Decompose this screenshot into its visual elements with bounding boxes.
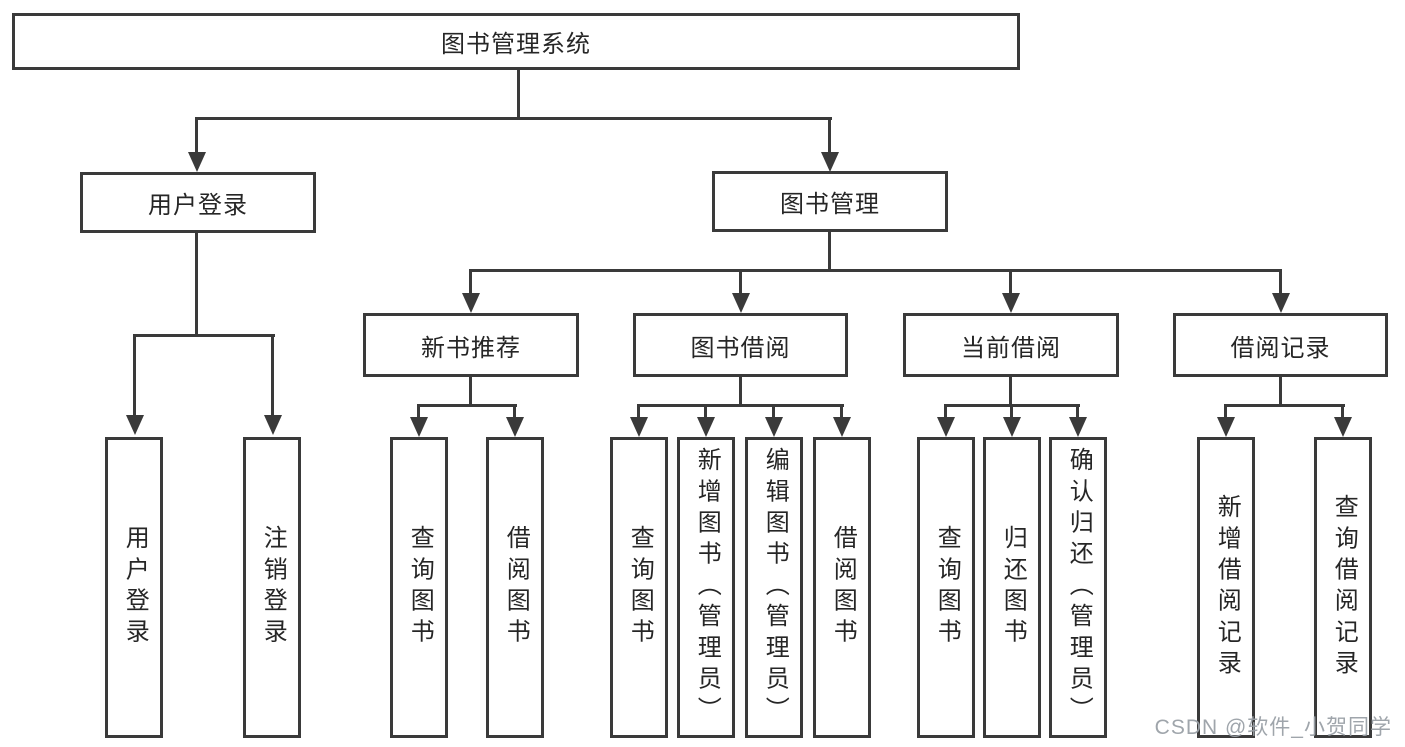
connector-hline — [133, 334, 275, 337]
connector-vline — [271, 334, 274, 415]
connector-vline — [637, 404, 640, 417]
node-return-books: 归还图书 — [983, 437, 1041, 738]
node-query-books-recommend: 查询图书 — [390, 437, 448, 738]
node-borrow-books: 借阅图书 — [813, 437, 871, 738]
leaf-label: 编辑图书（管理员） — [761, 447, 789, 728]
arrow-down-icon — [1217, 417, 1235, 437]
leaf-label: 查询图书 — [626, 525, 654, 650]
connector-vline — [1341, 404, 1344, 417]
node-current-borrow: 当前借阅 — [903, 313, 1119, 377]
arrow-down-icon — [1003, 417, 1021, 437]
leaf-label: 查询借阅记录 — [1330, 493, 1358, 682]
leaf-label: 查询图书 — [933, 525, 961, 650]
arrow-down-icon — [126, 415, 144, 435]
connector-hline — [417, 404, 517, 407]
leaf-label: 注销登录 — [259, 525, 287, 650]
connector-vline — [1076, 404, 1079, 417]
node-edit-books-admin: 编辑图书（管理员） — [745, 437, 803, 738]
arrow-down-icon — [1069, 417, 1087, 437]
leaf-label: 借阅图书 — [829, 525, 857, 650]
connector-vline — [840, 404, 843, 417]
arrow-down-icon — [1334, 417, 1352, 437]
arrow-down-icon — [937, 417, 955, 437]
leaf-label: 用户登录 — [121, 525, 149, 650]
node-borrow-records: 借阅记录 — [1173, 313, 1388, 377]
node-book-borrow: 图书借阅 — [633, 313, 848, 377]
node-user-login: 用户登录 — [80, 172, 316, 233]
node-query-books-current: 查询图书 — [917, 437, 975, 738]
connector-vline — [513, 404, 516, 417]
leaf-label: 归还图书 — [999, 525, 1027, 650]
arrow-down-icon — [1272, 293, 1290, 313]
arrow-down-icon — [188, 152, 206, 172]
node-borrow-books-recommend: 借阅图书 — [486, 437, 544, 738]
connector-vline — [1009, 269, 1012, 295]
connector-vline — [1279, 377, 1282, 407]
node-new-book-recommend: 新书推荐 — [363, 313, 579, 377]
connector-hline — [637, 404, 844, 407]
arrow-down-icon — [410, 417, 428, 437]
connector-vline — [739, 377, 742, 407]
node-query-books-borrow: 查询图书 — [610, 437, 668, 738]
leaf-label: 新增借阅记录 — [1213, 493, 1241, 682]
connector-vline — [1279, 269, 1282, 295]
connector-vline — [1224, 404, 1227, 417]
node-add-books-admin: 新增图书（管理员） — [677, 437, 735, 738]
arrow-down-icon — [506, 417, 524, 437]
connector-vline — [944, 404, 947, 417]
connector-vline — [704, 404, 707, 417]
leaf-label: 借阅图书 — [502, 525, 530, 650]
connector-vline — [133, 334, 136, 415]
connector-vline — [828, 117, 831, 154]
connector-vline — [1009, 377, 1012, 407]
connector-hline — [469, 269, 1282, 272]
arrow-down-icon — [732, 293, 750, 313]
leaf-label: 确认归还（管理员） — [1065, 447, 1093, 728]
node-query-borrow-record: 查询借阅记录 — [1314, 437, 1372, 738]
arrow-down-icon — [697, 417, 715, 437]
connector-vline — [195, 117, 198, 154]
csdn-watermark: CSDN @软件_小贺同学 — [1154, 716, 1392, 739]
connector-vline — [417, 404, 420, 417]
arrow-down-icon — [765, 417, 783, 437]
arrow-down-icon — [821, 152, 839, 172]
connector-hline — [195, 117, 832, 120]
connector-vline — [772, 404, 775, 417]
connector-vline — [739, 269, 742, 295]
arrow-down-icon — [264, 415, 282, 435]
leaf-label: 查询图书 — [406, 525, 434, 650]
connector-vline — [469, 269, 472, 295]
node-library-system: 图书管理系统 — [12, 13, 1020, 70]
arrow-down-icon — [462, 293, 480, 313]
connector-hline — [1224, 404, 1345, 407]
connector-vline — [1010, 404, 1013, 417]
node-add-borrow-record: 新增借阅记录 — [1197, 437, 1255, 738]
node-book-management: 图书管理 — [712, 171, 948, 232]
arrow-down-icon — [630, 417, 648, 437]
arrow-down-icon — [1002, 293, 1020, 313]
connector-vline — [828, 232, 831, 272]
leaf-label: 新增图书（管理员） — [693, 447, 721, 728]
node-logout: 注销登录 — [243, 437, 301, 738]
node-confirm-return-admin: 确认归还（管理员） — [1049, 437, 1107, 738]
connector-vline — [517, 70, 520, 119]
connector-vline — [195, 233, 198, 337]
connector-vline — [469, 377, 472, 407]
node-user-login-leaf: 用户登录 — [105, 437, 163, 738]
arrow-down-icon — [833, 417, 851, 437]
